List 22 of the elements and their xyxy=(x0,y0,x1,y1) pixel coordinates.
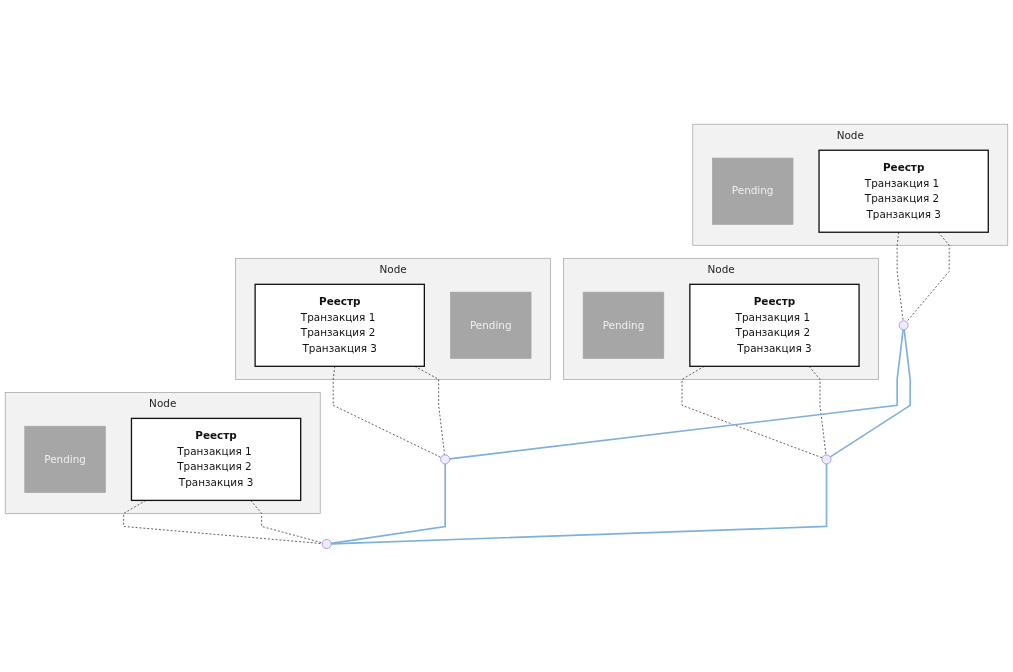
node-box: Pending xyxy=(450,291,532,359)
node-box: Pending xyxy=(24,425,106,493)
node-circle xyxy=(898,320,909,330)
node-circle xyxy=(821,454,832,464)
node-box: Реестр Транзакция 1 Транзакция 2 Транзакция 3 xyxy=(689,283,860,367)
connector xyxy=(448,328,904,460)
connector xyxy=(906,231,950,322)
connector xyxy=(896,231,904,321)
node-box: Pending xyxy=(712,157,794,225)
node-box: Реестр Транзакция 1 Транзакция 2 Транзакция 3 xyxy=(818,149,989,233)
node-circle xyxy=(321,538,332,549)
node-box: Реестр Транзакция 1 Транзакция 2 Транзакция 3 xyxy=(254,283,425,367)
node-box: Pending xyxy=(582,291,665,359)
node-box: Реестр Транзакция 1 Транзакция 2 Транзакция 3 xyxy=(130,417,302,501)
connector xyxy=(330,462,446,544)
node-circle xyxy=(440,454,451,464)
connector xyxy=(123,499,323,544)
connector xyxy=(330,462,828,545)
connector xyxy=(808,365,827,455)
connector xyxy=(332,365,442,458)
connector xyxy=(829,328,911,458)
connector xyxy=(681,365,823,458)
